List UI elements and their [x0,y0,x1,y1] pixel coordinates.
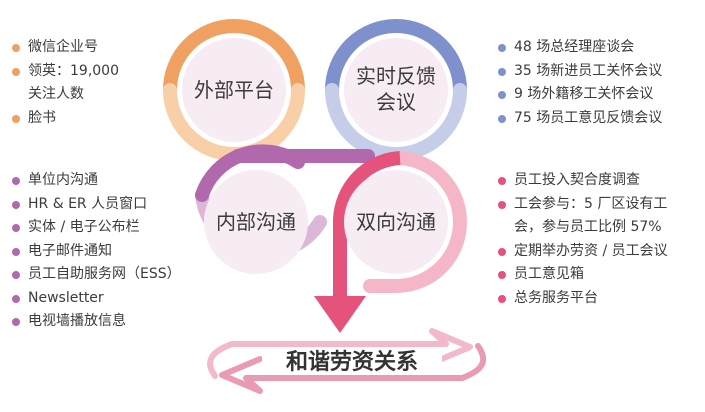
list-item: HR & ER 人员窗口 [12,193,181,217]
bullet-icon [12,247,20,256]
down-arrow-icon [314,296,366,333]
two-way-communication-ring [314,151,468,333]
list-item: 实体 / 电子公布栏 [12,216,181,240]
bullet-icon [498,200,506,209]
internal-communication-ring [195,144,375,274]
list-item: 9 场外籍移工关怀会议 [498,83,662,107]
bullet-icon [12,318,20,326]
bullet-icon [498,44,506,52]
list-item: 48 场总经理座谈会 [498,36,662,60]
bullet-icon [498,114,506,123]
right-arrow-icon [229,328,473,366]
bullet-icon [12,224,20,232]
internal-communication-label: 内部沟通 [216,210,296,234]
list-item: 微信企业号 [12,36,119,60]
bullet-icon [12,114,20,123]
internal-communication-list: 单位内沟通 HR & ER 人员窗口 实体 / 电子公布栏 电子邮件通知 员工自… [12,169,181,334]
bullet-icon [12,271,20,279]
list-item: 35 场新进员工关怀会议 [498,60,662,84]
list-item: 单位内沟通 [12,169,181,193]
harmony-banner [207,328,487,394]
realtime-feedback-label-2: 会议 [376,90,416,114]
bullet-icon [12,44,20,52]
list-item: 电子邮件通知 [12,240,181,264]
list-item: 电视墙播放信息 [12,310,181,334]
list-item: 总务服务平台 [498,287,668,311]
list-item: 员工投入契合度调查 [498,169,668,193]
bullet-icon [498,271,506,279]
bullet-icon [498,177,506,185]
list-item: 脸书 [12,107,119,131]
list-item: 员工意见箱 [498,263,668,287]
realtime-feedback-label-1: 实时反馈 [356,64,436,88]
bullet-icon [12,177,20,185]
harmony-banner-label: 和谐劳资关系 [286,349,418,375]
list-item: Newsletter [12,287,181,311]
left-arrow-icon [219,356,465,394]
external-platform-ring [163,19,305,161]
two-way-communication-label: 双向沟通 [356,210,436,234]
bullet-icon [12,200,20,209]
bullet-icon [498,67,506,76]
list-item: 定期举办劳资 / 员工会议 [498,240,668,264]
bullet-icon [498,247,506,256]
list-item: 75 场员工意见反馈会议 [498,107,662,131]
bullet-icon [12,294,20,303]
bullet-icon [12,67,20,76]
list-item: 工会参与：5 厂区设有工会，参与员工比例 57% [498,193,668,240]
list-item: 员工自助服务网（ESS） [12,263,181,287]
bullet-icon [498,91,506,99]
external-platform-label: 外部平台 [194,78,274,102]
bullet-icon [498,294,506,303]
two-way-communication-list: 员工投入契合度调查 工会参与：5 厂区设有工会，参与员工比例 57% 定期举办劳… [498,169,668,310]
realtime-feedback-list: 48 场总经理座谈会 35 场新进员工关怀会议 9 场外籍移工关怀会议 75 场… [498,36,662,130]
